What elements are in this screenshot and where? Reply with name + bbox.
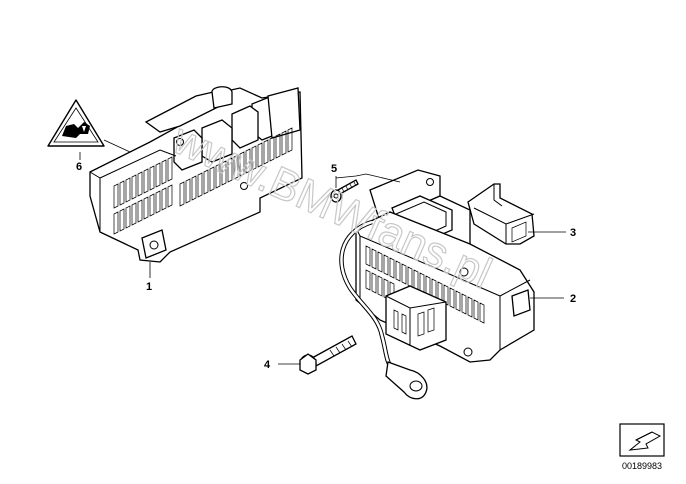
diagram-number: 00189983 (622, 461, 662, 471)
leader-lines (79, 139, 566, 365)
callout-1[interactable]: 1 (146, 281, 152, 293)
part-1-fuse-box[interactable] (89, 86, 303, 263)
arrow-next-icon[interactable] (619, 423, 665, 457)
part-6-warning-label[interactable] (47, 99, 105, 147)
part-5-screw[interactable] (330, 179, 359, 203)
hazard-triangle-icon (47, 99, 105, 147)
callout-3[interactable]: 3 (570, 227, 576, 239)
part-2-junction-box[interactable] (339, 169, 535, 400)
callout-2[interactable]: 2 (570, 293, 576, 305)
part-3-cover[interactable] (467, 183, 535, 245)
callout-5[interactable]: 5 (331, 163, 337, 175)
callout-4[interactable]: 4 (264, 359, 271, 371)
callout-6[interactable]: 6 (76, 161, 82, 173)
part-4-bolt[interactable] (299, 335, 357, 375)
part-1-vents (113, 127, 293, 235)
